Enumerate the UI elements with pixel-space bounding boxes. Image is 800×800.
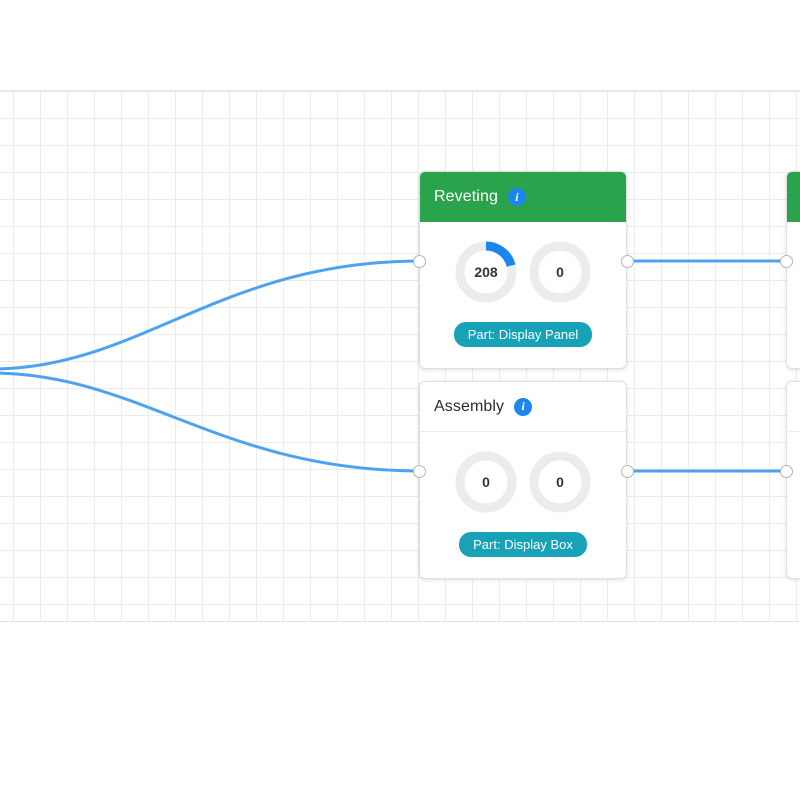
handle-source-assembly[interactable] — [621, 465, 634, 478]
node-footer-reveting: Part: Display Panel — [420, 322, 626, 368]
node-gauges-next-bottom — [787, 432, 800, 532]
node-gauges-assembly: 0 0 — [420, 432, 626, 532]
handle-target-next-top[interactable] — [780, 255, 793, 268]
edge-layer — [0, 259, 792, 473]
node-footer-next-top — [787, 322, 800, 368]
node-next-top[interactable]: i — [786, 171, 800, 369]
flow-canvas[interactable]: Reveting i 208 0 — [0, 90, 800, 622]
handle-target-next-bottom[interactable] — [780, 465, 793, 478]
gauge-secondary: 0 — [529, 241, 591, 303]
part-badge[interactable]: Part: Display Panel — [453, 322, 593, 347]
edge-in-bottom — [0, 371, 417, 473]
node-title: Assembly — [434, 397, 505, 415]
node-header-reveting: Reveting i — [420, 172, 626, 222]
gauge-value: 0 — [482, 474, 490, 490]
node-footer-assembly: Part: Display Box — [420, 532, 626, 578]
node-footer-next-bottom — [787, 532, 800, 578]
gauge-primary: 208 — [455, 241, 517, 303]
gauge-primary: 0 — [455, 451, 517, 513]
node-title: Reveting — [434, 188, 498, 205]
node-header-next-bottom — [787, 382, 800, 432]
node-header-next-top: i — [787, 172, 800, 222]
node-gauges-reveting: 208 0 — [420, 222, 626, 322]
gauge-secondary: 0 — [529, 451, 591, 513]
info-icon[interactable]: i — [507, 188, 526, 206]
handle-target-reveting[interactable] — [413, 255, 426, 268]
part-badge[interactable]: Part: Display Box — [459, 532, 587, 557]
node-header-assembly: Assembly i — [420, 382, 626, 432]
node-reveting[interactable]: Reveting i 208 0 — [419, 171, 627, 369]
gauge-value: 208 — [474, 264, 498, 280]
node-gauges-next-top — [787, 222, 800, 322]
gauge-value: 0 — [556, 264, 564, 280]
gauge-value: 0 — [556, 474, 564, 490]
handle-target-assembly[interactable] — [413, 465, 426, 478]
edge-in-top — [0, 259, 417, 371]
handle-source-reveting[interactable] — [621, 255, 634, 268]
node-next-bottom[interactable] — [786, 381, 800, 579]
node-assembly[interactable]: Assembly i 0 0 Part: Disp — [419, 381, 627, 579]
info-icon[interactable]: i — [514, 397, 533, 416]
